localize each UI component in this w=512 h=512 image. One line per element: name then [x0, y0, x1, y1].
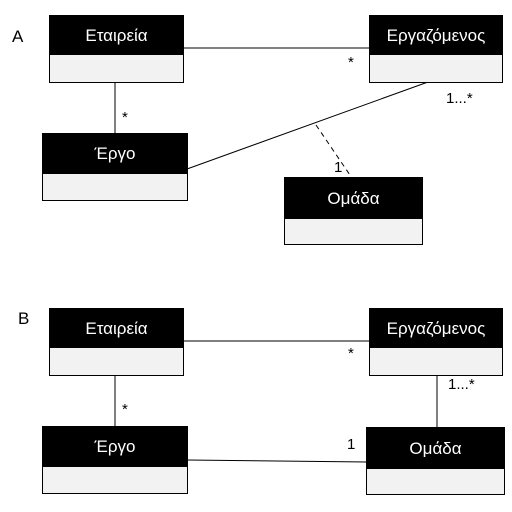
b-company-class-body [50, 348, 183, 375]
b-project-class-body [43, 467, 187, 493]
b-employee-team-multiplicity: 1...* [448, 376, 475, 393]
b-employee-class-body [370, 348, 502, 375]
b-team-class[interactable]: Ομάδα [366, 427, 505, 495]
b-company-class-name: Εταιρεία [50, 309, 183, 348]
a-company-class[interactable]: Εταιρεία [49, 15, 184, 83]
a-company-project-multiplicity: * [122, 109, 128, 126]
a-employee-project-multiplicity: 1...* [446, 90, 473, 107]
b-company-class[interactable]: Εταιρεία [49, 308, 184, 376]
a-project-class-body [43, 174, 187, 200]
b-project-team-line [186, 459, 368, 463]
a-employee-class-name: Εργαζόμενος [370, 16, 502, 55]
a-employee-class-body [370, 55, 502, 82]
a-company-class-body [50, 55, 183, 82]
b-project-team-multiplicity: 1 [347, 436, 356, 453]
b-project-class[interactable]: Έργο [42, 426, 188, 494]
b-company-employee-multiplicity: * [348, 345, 354, 362]
b-team-class-body [367, 469, 504, 494]
b-team-class-name: Ομάδα [367, 428, 504, 469]
diagram-a-label: A [12, 27, 24, 46]
a-team-class-body [285, 219, 422, 244]
b-project-class-name: Έργο [43, 427, 187, 467]
b-employee-class[interactable]: Εργαζόμενος [369, 308, 503, 376]
a-team-dashed-link [315, 124, 353, 179]
a-team-class-name: Ομάδα [285, 178, 422, 219]
b-employee-class-name: Εργαζόμενος [370, 309, 502, 348]
a-employee-project-line [186, 81, 429, 170]
a-project-class[interactable]: Έργο [42, 133, 188, 201]
a-employee-class[interactable]: Εργαζόμενος [369, 15, 503, 83]
diagram-b-label: B [18, 309, 30, 328]
b-company-project-multiplicity: * [122, 401, 128, 418]
a-team-multiplicity: 1 [334, 159, 343, 176]
a-team-class[interactable]: Ομάδα [284, 177, 423, 245]
a-company-class-name: Εταιρεία [50, 16, 183, 55]
a-project-class-name: Έργο [43, 134, 187, 174]
a-company-employee-multiplicity: * [348, 54, 354, 71]
